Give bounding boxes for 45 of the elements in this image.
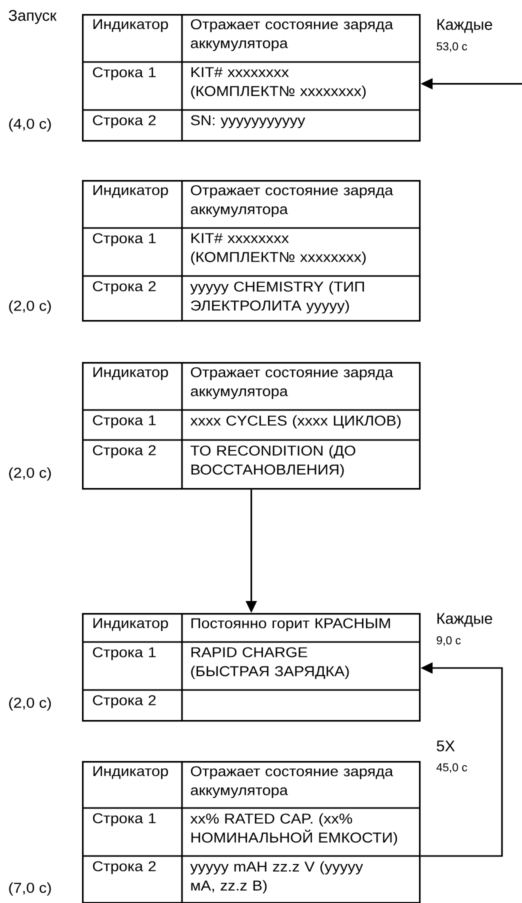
table-cell-text: Строка 2 <box>92 281 156 294</box>
table-cell-text: Постоянно горит КРАСНЫМ <box>191 618 390 632</box>
table-cell-text: Отражает состояние заряда аккумулятора <box>190 185 394 218</box>
interval-label: Каждые <box>437 613 492 627</box>
duration-label: (2,0 с) <box>9 697 51 711</box>
table-cell-text: xxxx CYCLES (xxxx ЦИКЛОВ) <box>190 415 401 428</box>
interval-label: Каждые <box>437 19 492 33</box>
table-cell-text: xx% RATED CAP. (xx% НОМИНАЛЬНОЙ ЕМКОСТИ) <box>190 813 398 846</box>
table-cell-text: Строка 1 <box>92 813 156 826</box>
display-table <box>82 14 421 142</box>
table-cell-text: Индикатор <box>93 766 168 779</box>
display-table <box>82 180 421 322</box>
table-cell-text: Строка 1 <box>92 647 156 660</box>
table-cell-text: Строка 2 <box>92 115 156 128</box>
display-table <box>82 613 421 722</box>
table-cell-text: Отражает состояние заряда аккумулятора <box>190 367 394 400</box>
interval-label: 45,0 с <box>436 763 468 773</box>
duration-label: (4,0 с) <box>9 118 51 132</box>
table-cell-text: SN: yyyyyyyyyyy <box>190 115 306 128</box>
table-cell-text: Индикатор <box>93 367 168 380</box>
table-cell-text: TO RECONDITION (ДО ВОССТАНОВЛЕНИЯ) <box>190 445 356 478</box>
table-cell-text: KIT# xxxxxxxx (КОМПЛЕКТ№ xxxxxxxx) <box>191 233 366 265</box>
display-table <box>82 761 421 903</box>
table-cell-text: Строка 2 <box>92 445 156 458</box>
table-cell-text: Строка 2 <box>92 695 156 708</box>
interval-label: 5X <box>436 740 455 752</box>
start-label: Запуск <box>8 10 57 24</box>
display-table <box>82 362 421 490</box>
table-cell-text: Индикатор <box>93 618 168 631</box>
table-cell-text: yyyyy CHEMISTRY (ТИП ЭЛЕКТРОЛИТА yyyyy) <box>190 281 364 314</box>
table-cell-text: Индикатор <box>93 185 168 198</box>
table-cell-text: Отражает состояние заряда аккумулятора <box>190 19 394 52</box>
table-cell-text: Строка 1 <box>92 67 156 80</box>
table-cell-text: Строка 1 <box>92 233 156 246</box>
table-cell-text: Индикатор <box>93 19 168 32</box>
interval-label: 53,0 с <box>436 42 468 52</box>
duration-label: (2,0 с) <box>9 300 51 314</box>
table-cell-text: yyyyy mAH zz.z V (yyyyy мА, zz.z В) <box>190 861 364 894</box>
table-cell-text: KIT# xxxxxxxx (КОМПЛЕКТ№ xxxxxxxx) <box>191 67 366 99</box>
table-cell-text: Строка 1 <box>92 415 156 428</box>
interval-label: 9,0 с <box>436 636 461 646</box>
table-cell-text: RAPID CHARGE (БЫСТРАЯ ЗАРЯДКА) <box>191 647 349 680</box>
duration-label: (2,0 с) <box>9 467 51 481</box>
table-cell-text: Строка 2 <box>92 861 156 874</box>
duration-label: (7,0 с) <box>9 882 51 896</box>
